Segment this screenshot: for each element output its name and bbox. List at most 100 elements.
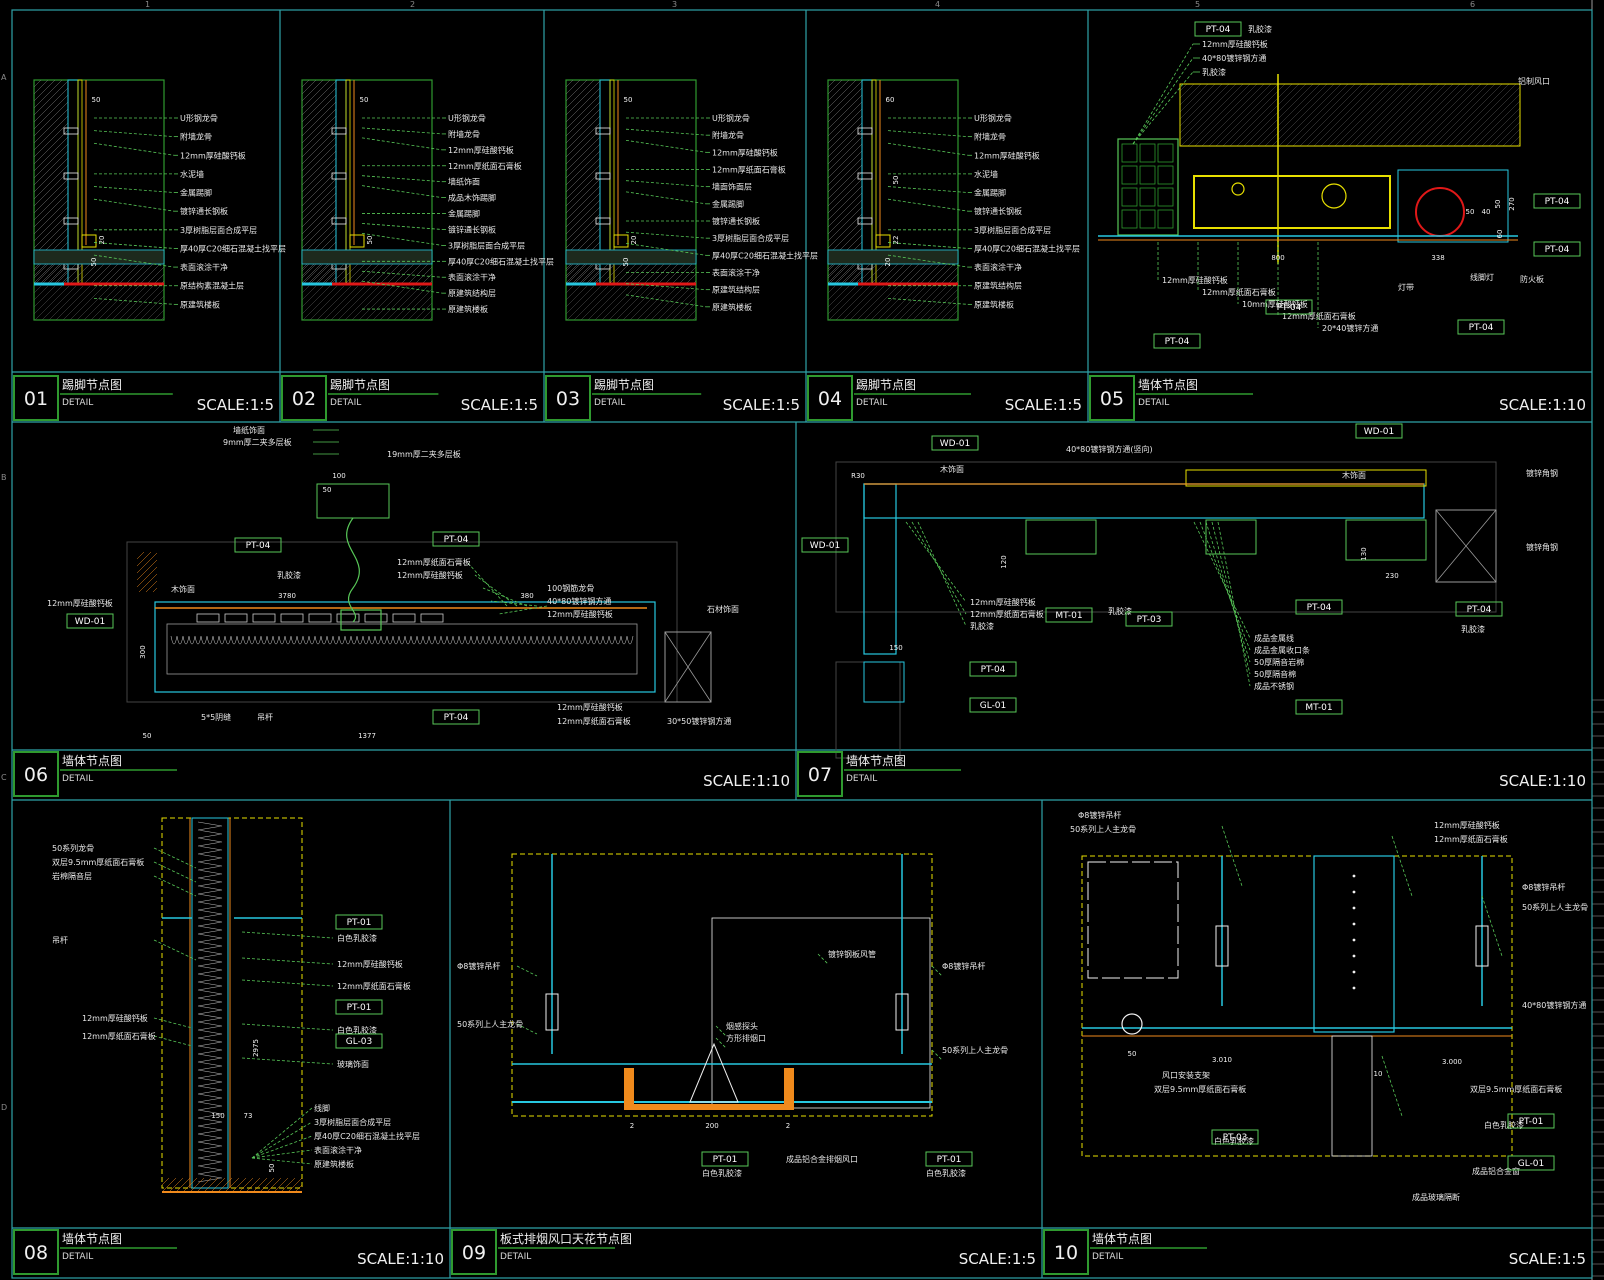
hatch-line	[1362, 84, 1426, 146]
leader-line	[625, 283, 707, 291]
hatch-line	[132, 264, 154, 284]
hatch-line	[34, 94, 68, 130]
leader-line	[1193, 521, 1251, 639]
dimension-label: 60	[1496, 230, 1504, 239]
bracket	[364, 613, 388, 623]
cabinet-cell	[1139, 209, 1156, 229]
annotation-label: 附墙龙骨	[448, 129, 480, 139]
hatch-line	[414, 302, 432, 320]
section-boundary	[827, 79, 959, 321]
leader-line	[1132, 71, 1194, 145]
recess-box	[1345, 519, 1427, 561]
fastener	[63, 217, 79, 225]
hatch-line	[566, 286, 581, 301]
hatch-line	[1201, 84, 1265, 146]
material-tag-box	[335, 914, 383, 930]
annotation-label: 线脚	[314, 1103, 330, 1113]
leader-line	[625, 128, 707, 136]
bracket	[252, 613, 276, 623]
detail-title: 踢脚节点图	[594, 377, 654, 392]
detail-subtitle: DETAIL	[594, 398, 625, 408]
hatch-line	[337, 286, 373, 320]
hatch-line	[393, 286, 429, 320]
hatch-line	[259, 1178, 275, 1192]
hatch-line	[97, 264, 119, 284]
material-tag-box	[1295, 699, 1343, 715]
detail-drawings: 502050U形钢龙骨附墙龙骨12mm厚硅酸钙板水泥墙金属踢脚镀锌通长钢板3厚树…	[33, 21, 1588, 1202]
annotation-label: Φ8镀锌吊杆	[457, 961, 500, 971]
hatch-line	[83, 286, 119, 320]
leveling-layer	[33, 249, 165, 265]
hatch-fill	[828, 286, 958, 320]
hatch-line	[566, 286, 574, 294]
hatch-line	[302, 157, 336, 193]
outer-frame	[11, 9, 1593, 1279]
annotation-label: 镀锌通长钢板	[974, 206, 1022, 216]
fastener	[595, 127, 611, 135]
hatch-line	[891, 286, 927, 320]
hatch-line	[933, 295, 958, 320]
hatch-line	[615, 286, 651, 320]
annotation-label: 原建筑结构层	[712, 285, 760, 295]
hatch-line	[62, 264, 84, 284]
cabinet-cell	[1157, 165, 1174, 185]
hatch-line	[330, 264, 352, 284]
hatch-line	[210, 1178, 226, 1192]
hatch-line	[34, 286, 49, 301]
detail-subtitle: DETAIL	[846, 774, 877, 784]
insulation-dot	[1352, 954, 1356, 958]
annotation-label: 镀锌通长钢板	[712, 216, 760, 226]
hatch-line	[48, 264, 70, 284]
leader-line	[887, 186, 969, 193]
hatch-line	[287, 1178, 302, 1192]
hatch-line	[566, 171, 600, 207]
hatch-line	[1180, 84, 1237, 141]
ruler-letter: A	[1, 73, 7, 82]
hatch-line	[280, 1178, 296, 1192]
leader-line	[251, 1107, 313, 1159]
material-tag-box	[432, 709, 480, 725]
hatch-line	[34, 264, 56, 284]
hatch-fill	[566, 286, 696, 320]
hatch-line	[650, 264, 672, 284]
dimension-label: 230	[1385, 572, 1398, 580]
hatch-line	[55, 264, 77, 284]
hatch-line	[316, 286, 352, 320]
hatch-line	[566, 157, 600, 193]
leader-line	[251, 1121, 313, 1159]
hatch-line	[245, 1178, 261, 1192]
drawing-07: R3015012013023040*80镀锌钢方通(竖向)木饰面木饰面12mm厚…	[801, 423, 1558, 759]
hatch-line	[137, 552, 152, 567]
leader-line	[516, 1023, 538, 1035]
dimension-label: 50	[366, 236, 374, 245]
hatch-line	[34, 171, 68, 207]
hatch-fill	[828, 264, 958, 284]
hatch-fill	[137, 552, 157, 592]
fastener	[331, 127, 347, 135]
detail-number: 03	[556, 388, 580, 410]
hatch-line	[1215, 84, 1279, 146]
annotation-label: 玻璃饰面	[337, 1059, 369, 1069]
material-tag: PT-03	[1137, 615, 1162, 625]
leveling-layer	[565, 249, 697, 265]
annotation-label: 烟感探头	[726, 1021, 758, 1031]
material-tag-box	[701, 1151, 749, 1167]
annotation-label: 镀锌通长钢板	[448, 224, 496, 234]
drawing-01: 502050U形钢龙骨附墙龙骨12mm厚硅酸钙板水泥墙金属踢脚镀锌通长钢板3厚树…	[33, 79, 286, 321]
hatch-line	[137, 559, 157, 581]
annotation-label: U形钢龙骨	[974, 113, 1012, 123]
hatch-line	[1502, 128, 1520, 146]
dimension-label: 10	[1374, 1070, 1383, 1078]
annotation-label: 木饰面	[171, 584, 195, 594]
detail-number-box	[13, 751, 59, 797]
hatch-line	[76, 264, 98, 284]
leader-line	[153, 861, 197, 883]
hatch-line	[1397, 84, 1461, 146]
annotation-label: 白色乳胶漆	[926, 1168, 966, 1178]
hatch-line	[1285, 84, 1349, 146]
hatch-line	[125, 286, 161, 320]
hatch-line	[125, 264, 147, 284]
